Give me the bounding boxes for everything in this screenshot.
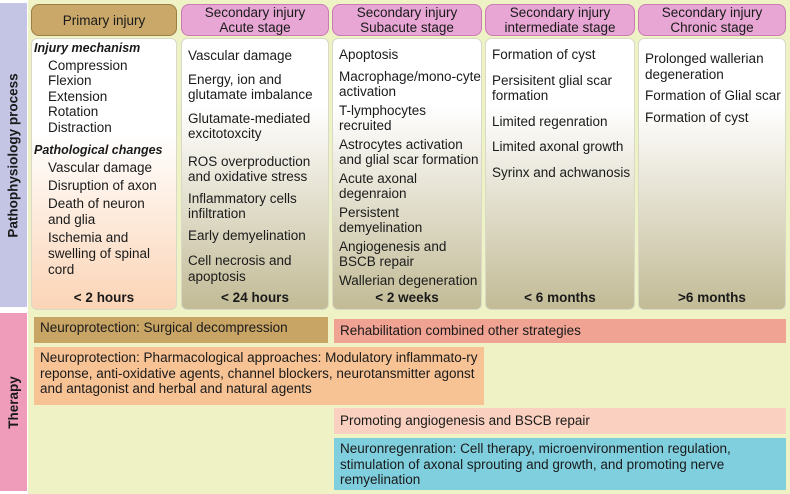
list-item: Glutamate-mediated excitotoxcity bbox=[188, 110, 311, 142]
time-label: < 24 hours bbox=[221, 290, 289, 305]
list-item: Vascular damage bbox=[188, 48, 293, 63]
list-item: Syrinx and achwanosis bbox=[492, 164, 631, 180]
header-line: Primary injury bbox=[62, 12, 146, 28]
pathophysiology-label: Pathophysiology process bbox=[0, 3, 27, 307]
list-item: Acute axonal degenraion bbox=[339, 170, 418, 202]
list-item: Macrophage/mono-cyte activation bbox=[339, 68, 481, 100]
header-line: Acute stage bbox=[219, 20, 291, 35]
column-subacute-stage: Apoptosis Macrophage/mono-cyte activatio… bbox=[332, 38, 482, 310]
column-chronic-stage: Prolonged wallerian degeneration Formati… bbox=[638, 38, 786, 310]
therapy-label-text: Therapy bbox=[6, 375, 21, 429]
list-item: Persisitent glial scar formation bbox=[492, 72, 613, 104]
header-line: Subacute stage bbox=[360, 20, 454, 35]
list-item: Wallerian degeneration bbox=[339, 272, 478, 288]
list-item: Distraction bbox=[48, 119, 112, 135]
list-item: ROS overproduction and oxidative stress bbox=[188, 153, 311, 185]
header-line: Chronic stage bbox=[670, 20, 754, 35]
header-subacute-stage: Secondary injury Subacute stage bbox=[332, 4, 482, 36]
time-label: < 2 hours bbox=[73, 290, 135, 305]
list-item: Angiogenesis and BSCB repair bbox=[339, 238, 447, 270]
therapy-bar-pharmacological: Neuroprotection: Pharmacological approac… bbox=[34, 347, 484, 405]
section-title: Injury mechanism bbox=[34, 41, 141, 55]
list-item: Flexion bbox=[48, 73, 92, 88]
header-line: Secondary injury bbox=[509, 5, 611, 20]
list-item: Cell necrosis and apoptosis bbox=[188, 253, 292, 284]
time-label: >6 months bbox=[678, 290, 746, 305]
list-item: swelling of spinal bbox=[48, 245, 151, 261]
list-item: Limited axonal growth bbox=[492, 139, 624, 154]
list-item: Astrocytes activation and glial scar for… bbox=[339, 136, 479, 168]
header-line: Secondary injury bbox=[356, 5, 458, 20]
list-item: Prolonged wallerian degeneration bbox=[645, 51, 764, 82]
header-line: Secondary injury bbox=[204, 5, 306, 20]
list-item: Formation of cyst bbox=[492, 47, 596, 62]
column-primary-injury: Injury mechanism Compression Flexion Ext… bbox=[31, 38, 177, 310]
list-item: Apoptosis bbox=[339, 47, 399, 62]
header-intermediate-stage: Secondary injury intermediate stage bbox=[485, 4, 635, 36]
list-item: Formation of cyst bbox=[645, 109, 749, 125]
list-item: Death of neuron bbox=[48, 195, 145, 211]
therapy-label: Therapy bbox=[0, 313, 27, 491]
time-label: < 2 weeks bbox=[375, 290, 439, 305]
header-acute-stage: Secondary injury Acute stage bbox=[181, 4, 329, 36]
list-item: and glia bbox=[48, 211, 96, 227]
therapy-bar-angiogenesis: Promoting angiogenesis and BSCB repair bbox=[334, 408, 786, 434]
therapy-bar-surgical-decompression: Neuroprotection: Surgical decompression bbox=[34, 317, 328, 343]
list-item: cord bbox=[48, 261, 75, 277]
section-title: Pathological changes bbox=[34, 143, 163, 157]
header-chronic-stage: Secondary injury Chronic stage bbox=[638, 4, 786, 36]
list-item: Early demyelination bbox=[188, 227, 306, 243]
list-item: Extension bbox=[48, 88, 108, 104]
list-item: Energy, ion and glutamate imbalance bbox=[188, 71, 313, 103]
list-item: T-lymphocytes recruited bbox=[339, 102, 427, 134]
column-acute-stage: Vascular damage Energy, ion and glutamat… bbox=[181, 38, 329, 310]
list-item: Compression bbox=[48, 57, 128, 73]
therapy-bar-neuroregeneration: Neuronregenration: Cell therapy, microen… bbox=[334, 438, 786, 490]
header-line: Secondary injury bbox=[661, 5, 763, 20]
list-item: Formation of Glial scar bbox=[645, 88, 781, 103]
list-item: Inflammatory cells infiltration bbox=[188, 190, 297, 222]
list-item: Rotation bbox=[48, 104, 99, 119]
pathophysiology-label-text: Pathophysiology process bbox=[6, 72, 22, 238]
list-item: Persistent demyelination bbox=[339, 204, 423, 236]
list-item: Disruption of axon bbox=[48, 177, 157, 193]
therapy-bar-rehabilitation: Rehabilitation combined other strategies bbox=[334, 319, 786, 343]
list-item: Limited regenration bbox=[492, 113, 608, 129]
header-line: intermediate stage bbox=[504, 20, 616, 35]
list-item: Ischemia and bbox=[48, 229, 129, 245]
time-label: < 6 months bbox=[524, 290, 596, 305]
list-item: Vascular damage bbox=[48, 159, 153, 175]
column-intermediate-stage: Formation of cyst Persisitent glial scar… bbox=[485, 38, 635, 310]
header-primary-injury: Primary injury bbox=[31, 4, 177, 36]
